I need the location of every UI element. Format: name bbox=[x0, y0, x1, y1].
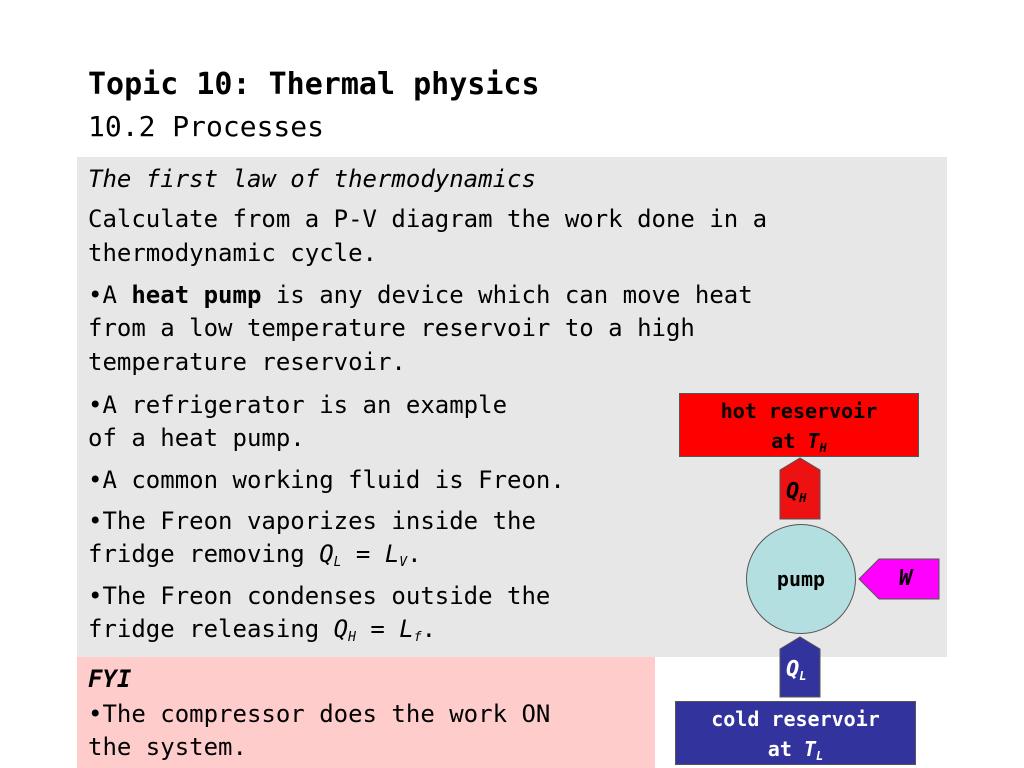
section-heading: The first law of thermodynamics bbox=[88, 165, 536, 193]
heat-pump-term: heat pump bbox=[131, 281, 262, 309]
qh-label: QH bbox=[786, 479, 807, 505]
bullet-vaporizes-line-2: fridge removing QL = LV. bbox=[88, 540, 422, 570]
ql-arrow bbox=[779, 636, 821, 698]
bullet-refrigerator-line-1: •A refrigerator is an example bbox=[88, 391, 508, 419]
objective-line-1: Calculate from a P-V diagram the work do… bbox=[88, 205, 768, 233]
bullet-freon: •A common working fluid is Freon. bbox=[88, 466, 565, 494]
hot-reservoir-temp: at TH bbox=[771, 429, 827, 455]
bullet-refrigerator-line-2: of a heat pump. bbox=[88, 424, 305, 452]
w-arrow bbox=[858, 558, 940, 600]
w-label: W bbox=[899, 566, 913, 591]
hot-reservoir-box: hot reservoir at TH bbox=[679, 393, 919, 457]
fyi-label: FYI bbox=[88, 665, 132, 693]
cold-reservoir-label: cold reservoir bbox=[711, 707, 880, 731]
bullet-heat-pump: •A heat pump is any device which can mov… bbox=[88, 279, 753, 312]
fyi-panel bbox=[77, 657, 655, 768]
fyi-line-1: •The compressor does the work ON bbox=[88, 700, 551, 728]
bullet-condenses-line-2: fridge releasing QH = Lf. bbox=[88, 615, 437, 645]
bullet-heat-pump-line-2: from a low temperature reservoir to a hi… bbox=[88, 314, 695, 342]
bullet-condenses-line-1: •The Freon condenses outside the bbox=[88, 582, 551, 610]
bullet-text: is any device which can move heat bbox=[261, 281, 753, 309]
pump-label: pump bbox=[776, 567, 826, 591]
bullet-heat-pump-line-3: temperature reservoir. bbox=[88, 348, 406, 376]
cold-reservoir-temp: at TL bbox=[767, 737, 824, 763]
page-subtitle: 10.2 Processes bbox=[88, 110, 325, 143]
bullet-vaporizes-line-1: •The Freon vaporizes inside the bbox=[88, 507, 536, 535]
cold-reservoir-box: cold reservoir at TL bbox=[675, 701, 916, 765]
hot-reservoir-label: hot reservoir bbox=[720, 399, 878, 423]
qh-arrow bbox=[779, 457, 821, 520]
ql-label: QL bbox=[786, 657, 807, 683]
fyi-line-2: the system. bbox=[88, 733, 247, 761]
objective-line-2: thermodynamic cycle. bbox=[88, 239, 377, 267]
page-title: Topic 10: Thermal physics bbox=[88, 67, 540, 102]
pump-circle: pump bbox=[746, 524, 856, 634]
bullet-prefix: •A bbox=[88, 281, 132, 309]
